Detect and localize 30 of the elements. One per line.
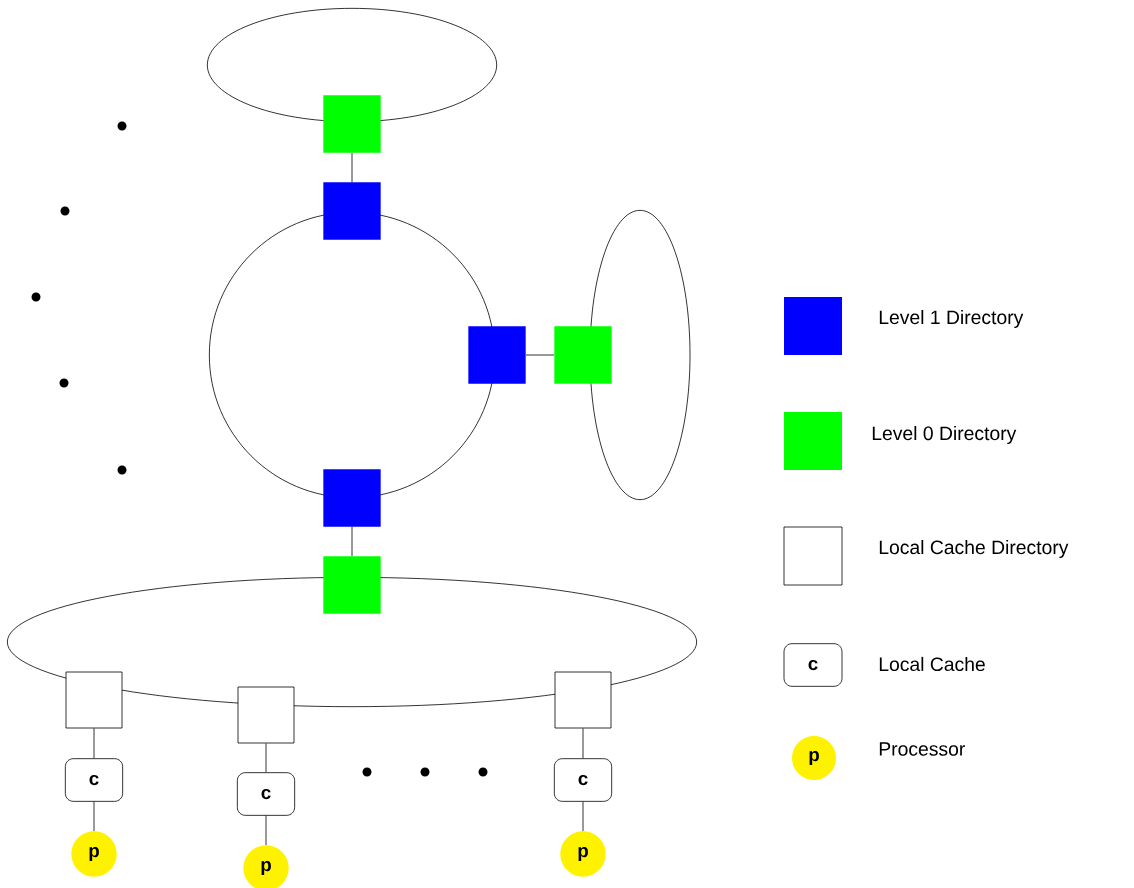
legend-text: Local Cache Directory	[879, 540, 1069, 558]
connector-line	[93, 801, 95, 832]
cache-box: c	[236, 772, 296, 816]
connector-line	[93, 728, 95, 759]
connector-line	[582, 728, 584, 759]
legend-text: Level 1 Directory	[879, 310, 1024, 328]
cache-box: c	[64, 758, 124, 802]
connector-line	[265, 815, 267, 846]
legend-text: Processor	[879, 742, 965, 756]
directory-box	[323, 556, 381, 614]
directory-box	[468, 326, 526, 384]
cache-directory-box	[554, 671, 612, 729]
connector-line	[351, 526, 353, 557]
directory-box	[554, 326, 612, 384]
directory-box	[323, 182, 381, 240]
directory-box	[323, 469, 381, 527]
connector-line	[351, 152, 353, 183]
connector-line	[265, 743, 267, 773]
directory-box	[323, 95, 381, 153]
connector-line	[525, 354, 555, 356]
connector-line	[582, 801, 584, 832]
cache-directory-box	[237, 686, 295, 744]
legend-text: Level 0 Directory	[872, 426, 1017, 444]
ring-ellipse	[206, 7, 498, 123]
legend-sample-processor: p	[792, 736, 836, 780]
legend-text: Local Cache	[879, 656, 985, 672]
cache-directory-box	[65, 671, 123, 729]
ring-ellipse	[589, 209, 691, 501]
legend-sample-cache: c	[783, 643, 843, 687]
cache-box: c	[553, 758, 613, 802]
